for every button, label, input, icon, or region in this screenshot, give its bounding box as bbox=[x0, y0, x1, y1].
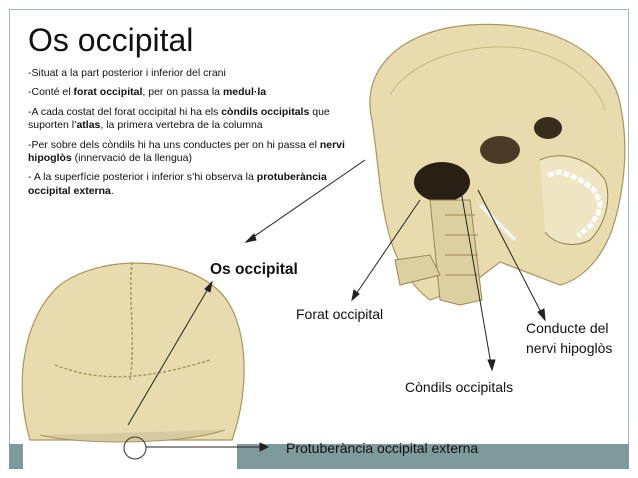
label-conducte-line2: nervi hipoglòs bbox=[526, 340, 613, 356]
pointer-conducte bbox=[477, 189, 546, 321]
pointer-condils bbox=[459, 184, 493, 371]
arrowhead-condils bbox=[487, 359, 496, 372]
arrowhead-forat bbox=[351, 289, 360, 302]
arrowhead-posterior-occipital bbox=[204, 280, 213, 293]
protuberance-circle-marker bbox=[123, 436, 147, 460]
bullet-1: -Situat a la part posterior i inferior d… bbox=[28, 67, 226, 79]
footer-accent-left bbox=[9, 444, 23, 469]
arrowhead-conducte bbox=[537, 308, 546, 322]
label-os-occipital: Os occipital bbox=[210, 261, 298, 278]
label-forat-occipital: Forat occipital bbox=[296, 306, 384, 322]
label-condils-occipitals: Còndils occipitals bbox=[405, 379, 514, 395]
arrowhead-os-occipital bbox=[244, 233, 257, 243]
bullet-4: -Per sobre dels còndils hi ha uns conduc… bbox=[28, 138, 345, 165]
bullet-list: -Situat a la part posterior i inferior d… bbox=[28, 67, 350, 204]
skull-posterior-illustration bbox=[21, 261, 245, 443]
bullet-3: -A cada costat del forat occipital hi ha… bbox=[28, 105, 330, 132]
bullet-5: - A la superfície posterior i inferior s… bbox=[28, 171, 327, 197]
pointer-forat bbox=[351, 199, 421, 301]
label-conducte-line1: Conducte del bbox=[526, 320, 609, 336]
slide-frame-top bbox=[9, 9, 629, 10]
bullet-2: -Conté el forat occipital, per on passa … bbox=[28, 86, 267, 99]
label-protuberancia: Protuberància occipital externa bbox=[286, 440, 479, 456]
pointer-os-occipital bbox=[245, 159, 366, 243]
footer-accent-bar bbox=[237, 444, 629, 469]
pointer-posterior-occipital bbox=[127, 281, 213, 426]
arrowhead-protuberancia bbox=[259, 442, 270, 452]
slide-title: Os occipital bbox=[28, 22, 194, 58]
skull-lateral-illustration bbox=[369, 23, 626, 306]
slide-frame-right bbox=[628, 9, 629, 469]
pointer-lines bbox=[127, 159, 546, 452]
slide-frame-left bbox=[9, 9, 10, 469]
